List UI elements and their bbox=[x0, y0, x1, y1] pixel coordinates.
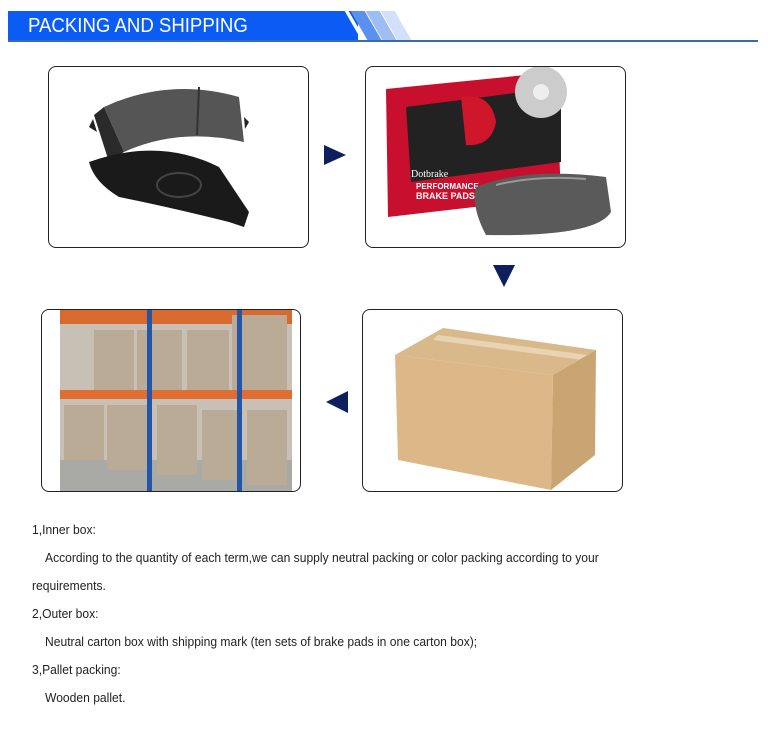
arrow-right-icon bbox=[324, 145, 346, 165]
color-box-image: Dotbrake PERFORMANCE BRAKE PADS bbox=[365, 66, 626, 248]
header-bar bbox=[8, 11, 358, 40]
packing-details: 1,Inner box: According to the quantity o… bbox=[32, 516, 641, 712]
item-heading: 2,Outer box: bbox=[32, 606, 99, 621]
svg-text:PERFORMANCE: PERFORMANCE bbox=[416, 182, 479, 191]
section-header: PACKING AND SHIPPING bbox=[8, 11, 758, 43]
page-title: PACKING AND SHIPPING bbox=[28, 15, 248, 37]
pallet-warehouse-image bbox=[41, 309, 301, 492]
carton-box-image bbox=[362, 309, 623, 492]
box-brand: Dotbrake bbox=[411, 169, 449, 180]
arrow-down-icon bbox=[493, 265, 515, 287]
item-body: According to the quantity of each term,w… bbox=[45, 550, 599, 565]
svg-text:BRAKE PADS: BRAKE PADS bbox=[416, 191, 475, 201]
item-heading: 1,Inner box: bbox=[32, 522, 96, 537]
header-divider bbox=[8, 40, 758, 42]
item-body: Neutral carton box with shipping mark (t… bbox=[45, 634, 478, 649]
item-body: Wooden pallet. bbox=[45, 690, 126, 705]
brake-pad-image bbox=[48, 66, 309, 248]
arrow-left-icon bbox=[326, 391, 348, 413]
item-body: requirements. bbox=[32, 578, 106, 593]
item-heading: 3,Pallet packing: bbox=[32, 662, 121, 677]
